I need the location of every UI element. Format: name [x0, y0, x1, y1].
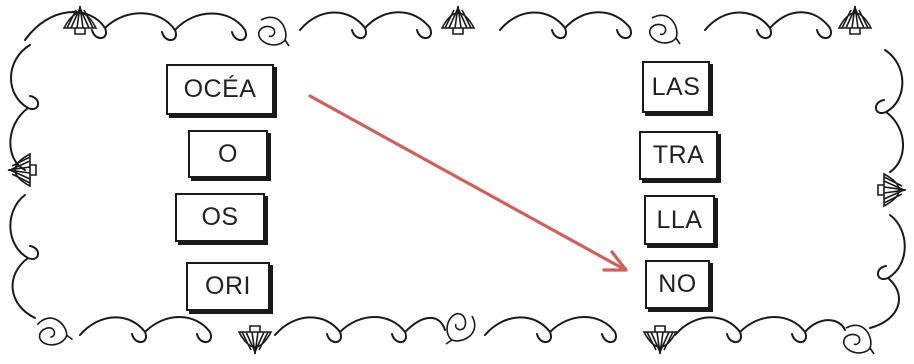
- right-syllable-box-4[interactable]: NO: [645, 260, 710, 309]
- left-syllable-box-1[interactable]: OCÉA: [166, 64, 274, 115]
- right-syllable-box-3[interactable]: LLA: [644, 195, 715, 245]
- wave-border: [10, 12, 904, 342]
- left-syllable-box-3[interactable]: OS: [175, 193, 265, 242]
- right-syllable-box-1[interactable]: LAS: [642, 61, 710, 113]
- left-syllable-box-2[interactable]: O: [188, 130, 268, 178]
- scallop-shell-icon: [8, 6, 906, 354]
- right-syllable-box-2[interactable]: TRA: [639, 131, 718, 180]
- left-syllable-box-4[interactable]: ORI: [186, 262, 270, 311]
- conch-shell-icon: [34, 15, 874, 354]
